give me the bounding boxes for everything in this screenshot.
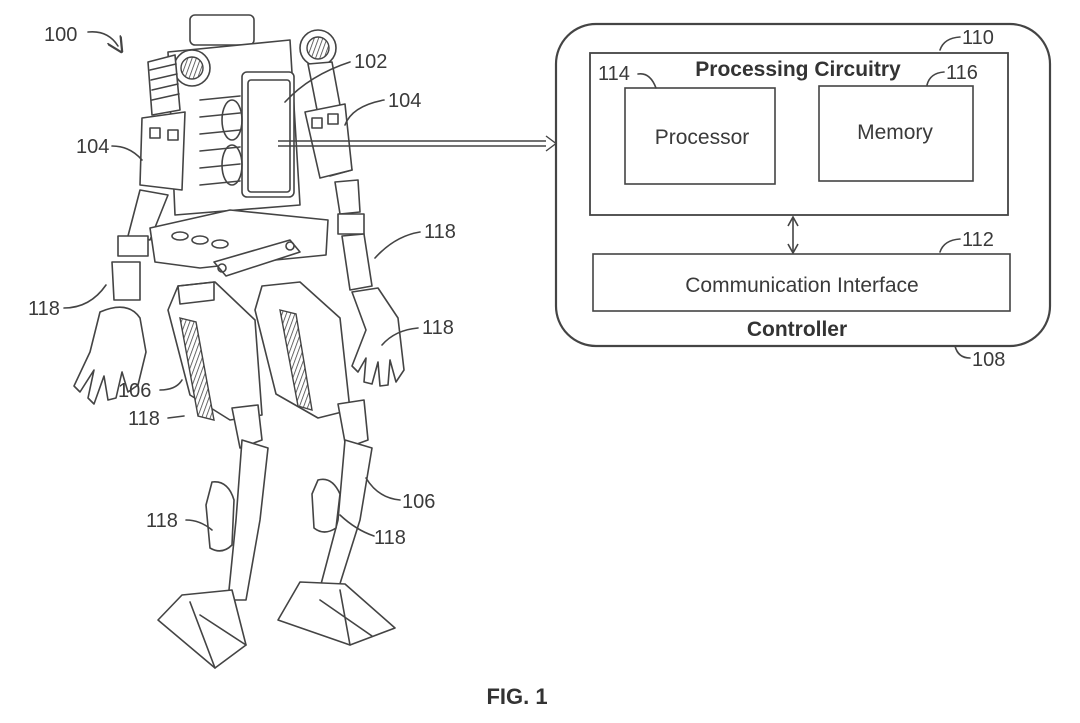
- ref-memory: 116: [946, 62, 978, 84]
- right-hand: [351, 287, 405, 387]
- figure-caption: FIG. 1: [486, 684, 547, 709]
- left-wrist-actuator: [117, 235, 149, 257]
- ref-communication-interface: 112: [962, 229, 994, 251]
- left-shin-actuator: [205, 481, 235, 552]
- robot-head: [189, 14, 255, 46]
- ref-actuator-right-wrist: 118: [422, 317, 454, 339]
- communication-interface-label: Communication Interface: [685, 274, 918, 297]
- ref-actuator-right-knee: 118: [374, 527, 406, 549]
- left-leg: [167, 281, 263, 421]
- processing-circuitry-box: [589, 52, 1009, 216]
- processor-label: Processor: [655, 126, 750, 149]
- memory-label: Memory: [857, 121, 933, 144]
- ref-arm-left: 104: [76, 136, 109, 158]
- left-shin: [227, 439, 269, 601]
- left-arm: [139, 111, 186, 191]
- controller-mount-panel: [241, 71, 295, 198]
- bidirectional-arrow: [787, 215, 799, 255]
- ref-actuator-left-wrist: 118: [28, 298, 60, 320]
- processing-circuitry-label: Processing Circuitry: [695, 58, 901, 81]
- memory-box: [818, 85, 974, 182]
- ref-processing-circuitry: 110: [962, 27, 994, 49]
- ref-leg-right: 106: [402, 491, 435, 513]
- connection-arrow: [278, 135, 558, 152]
- ref-processor: 114: [598, 63, 630, 85]
- robot-illustration: [63, 14, 421, 669]
- controller-outline: [554, 22, 1052, 348]
- ref-controller: 108: [972, 349, 1005, 371]
- ref-controller-mount: 102: [354, 51, 387, 73]
- ref-robot: 100: [44, 24, 77, 46]
- processor-box: [624, 87, 776, 185]
- ref-actuator-right-elbow: 118: [424, 221, 456, 243]
- right-elbow-actuator: [337, 213, 365, 235]
- right-shin-actuator: [311, 478, 341, 533]
- ref-arm-right: 104: [388, 90, 421, 112]
- communication-interface-box: [592, 253, 1011, 312]
- controller-label: Controller: [747, 318, 847, 341]
- ref-leg-left: 106: [118, 380, 151, 402]
- ref-actuator-left-hip: 118: [128, 408, 160, 430]
- left-hand: [73, 306, 147, 405]
- right-foot: [277, 581, 396, 646]
- controller-block: Controller 108 Processing Circuitry 110 …: [554, 22, 1052, 371]
- left-foot: [157, 589, 247, 669]
- ref-actuator-left-knee: 118: [146, 510, 178, 532]
